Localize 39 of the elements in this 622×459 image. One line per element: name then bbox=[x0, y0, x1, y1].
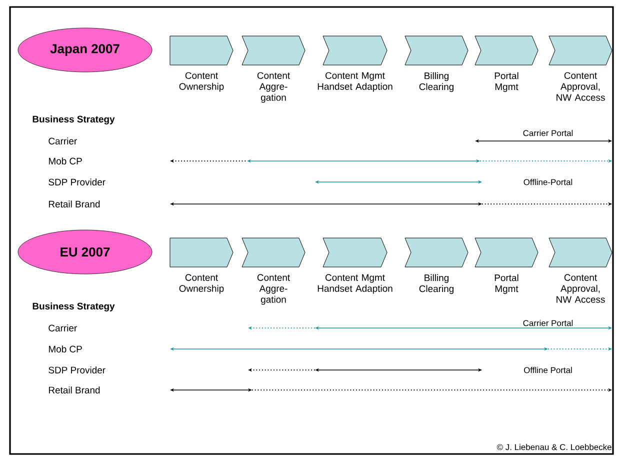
node-label: Content Aggre- gation bbox=[257, 72, 290, 103]
node-label: Content Approval, NW Access bbox=[556, 274, 605, 303]
chevron-step: Billing Clearing bbox=[404, 238, 468, 294]
portal-note: Carrier Portal bbox=[522, 129, 574, 137]
node-label: Portal Mgmt bbox=[494, 72, 518, 92]
node-label: Content Mgmt Handset Adaption bbox=[318, 72, 392, 92]
row-label: Carrier bbox=[48, 138, 77, 144]
chevron-step: Content Mgmt Handset Adaption bbox=[318, 238, 392, 294]
portal-note: Carrier Portal bbox=[522, 319, 574, 327]
chevron-step: Portal Mgmt bbox=[474, 36, 538, 92]
node-label: Content Approval, NW Access bbox=[556, 72, 605, 101]
node-label: Content Ownership bbox=[179, 72, 224, 92]
row-label: SDP Provider bbox=[48, 366, 106, 374]
row-label: Mob CP bbox=[49, 158, 82, 164]
node-label: Content Aggre- gation bbox=[257, 274, 290, 305]
node-label: Content Ownership bbox=[179, 274, 224, 294]
chevron-step: Content Aggre- gation bbox=[242, 36, 306, 103]
section-heading: Business Strategy bbox=[32, 116, 115, 124]
chevron-step: Content Approval, NW Access bbox=[548, 238, 612, 303]
chevron-step: Content Ownership bbox=[170, 36, 234, 92]
row-label: Retail Brand bbox=[49, 386, 100, 394]
node-label: Billing Clearing bbox=[419, 72, 454, 92]
portal-note: Offline Portal bbox=[523, 366, 573, 374]
row-label: Mob CP bbox=[49, 346, 82, 352]
node-label: Content Mgmt Handset Adaption bbox=[318, 274, 392, 294]
chevron-step: Billing Clearing bbox=[404, 36, 468, 92]
chevron-step: Content Approval, NW Access bbox=[548, 36, 612, 101]
chevron-step: Portal Mgmt bbox=[474, 238, 538, 294]
chevron-step: Content Aggre- gation bbox=[242, 238, 306, 305]
section-heading: Business Strategy bbox=[32, 302, 115, 312]
row-label: SDP Provider bbox=[48, 178, 106, 186]
copyright-note: © J. Liebenau & C. Loebbecke bbox=[496, 444, 612, 450]
chevron-step: Content Ownership bbox=[170, 238, 234, 294]
portal-note: Offline-Portal bbox=[522, 178, 574, 186]
chevron-step: Content Mgmt Handset Adaption bbox=[318, 36, 392, 92]
row-label: Carrier bbox=[48, 324, 77, 332]
row-label: Retail Brand bbox=[49, 200, 100, 208]
node-label: Billing Clearing bbox=[419, 274, 454, 294]
node-label: Portal Mgmt bbox=[494, 274, 518, 294]
